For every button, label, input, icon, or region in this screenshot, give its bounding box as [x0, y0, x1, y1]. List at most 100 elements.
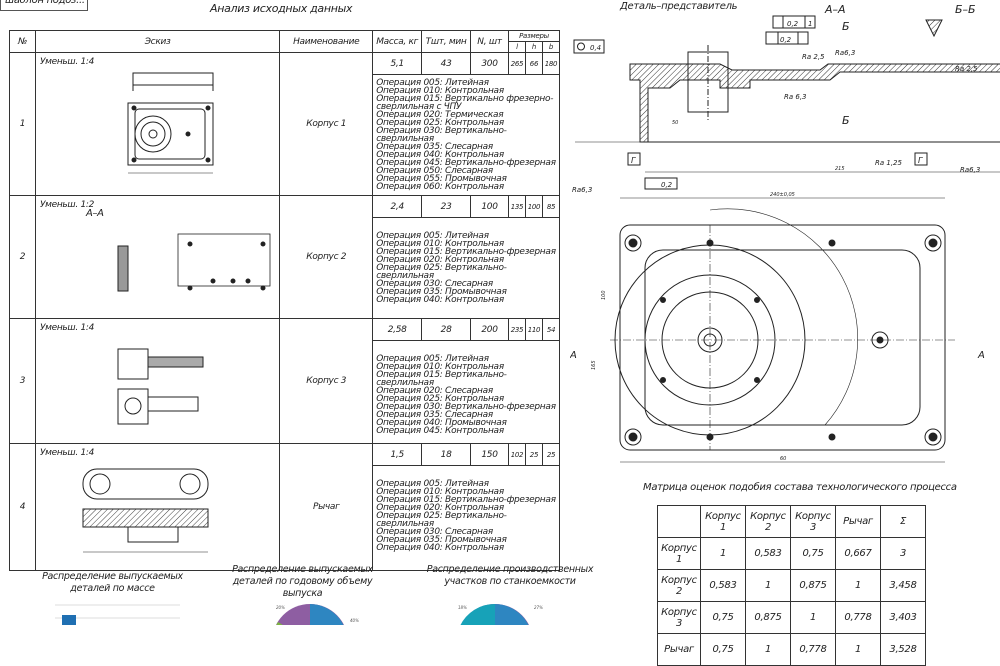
dim-h-value: 110 — [524, 318, 543, 341]
chart-title-machine: Распределение производственных участков … — [426, 564, 594, 587]
dim-h-value: 66 — [524, 52, 543, 75]
dim-h-value: 100 — [524, 195, 543, 218]
time-value: 28 — [421, 318, 472, 341]
sketch-drawing — [38, 329, 278, 442]
row-number: 2 — [9, 195, 36, 319]
operation-item: Операция 015: Вертикально фрезерно-сверл… — [376, 94, 554, 112]
operation-item: Операция 025: Вертикально-сверлильная — [376, 263, 507, 281]
roughness-ra25: Ra 2,5 — [802, 53, 825, 61]
operation-item: Операция 030: Слесарная — [376, 527, 493, 537]
matrix-cell: 3,458 — [880, 569, 926, 602]
matrix-cell: 1 — [745, 569, 791, 602]
section-b-mark-top: Б — [842, 20, 850, 33]
dim-l-value: 135 — [507, 195, 526, 218]
matrix-cell: 1 — [745, 633, 791, 666]
sketch-drawing — [38, 454, 278, 567]
time-value: 18 — [421, 443, 472, 466]
pie-slice-green — [276, 622, 283, 625]
operation-item: Операция 030: Вертикально-сверлильная — [376, 126, 507, 144]
datum-g-left: Г — [631, 156, 636, 165]
matrix-row-label: Корпус 1 — [657, 537, 701, 570]
pie-slice-teal — [460, 603, 495, 625]
sheet-tab[interactable]: шаблон подоз... — [0, 0, 88, 11]
operation-item: Операция 030: Слесарная — [376, 279, 493, 289]
row-number: 3 — [9, 318, 36, 444]
header-name: Наименование — [279, 30, 374, 53]
operation-item: Операция 045: Вертикально-фрезерная — [376, 158, 556, 168]
operation-item: Операция 010: Контрольная — [376, 86, 504, 96]
sketch-scale: Уменьш. 1:4 — [39, 448, 95, 458]
section-a-left: А — [570, 350, 577, 361]
dim-60: 60 — [780, 456, 786, 462]
mass-value: 5,1 — [372, 52, 423, 75]
header-sketch: Эскиз — [34, 30, 281, 53]
operation-item: Операция 045: Контрольная — [376, 426, 504, 436]
operation-item: Операция 020: Слесарная — [376, 386, 493, 396]
matrix-title: Матрица оценок подобия состава технологи… — [643, 482, 957, 493]
table-row: 1 Уменьш. 1:4 Корпус 1 5,1 43 300 265 66… — [9, 52, 561, 196]
operation-item: Операция 015: Вертикально-сверлильная — [376, 370, 507, 388]
mass-value: 1,5 — [372, 443, 423, 466]
roughness-ra63: Ra6,3 — [835, 49, 855, 57]
qty-value: 150 — [470, 443, 509, 466]
matrix-header-cell: Корпус 2 — [745, 505, 791, 538]
matrix-cell: 0,75 — [700, 601, 746, 634]
matrix-cell: 1 — [700, 537, 746, 570]
sketch-drawing — [38, 63, 278, 186]
matrix-header-cell: Корпус 3 — [790, 505, 836, 538]
operation-item: Операция 020: Термическая — [376, 110, 504, 120]
pie-label-20: 20% — [276, 605, 285, 610]
matrix-row-label: Рычаг — [657, 633, 701, 666]
section-aa-view: 215 50 0,4 0,2 1 0,2 Ra 2,5 Ra6,3 Ra 6,3… — [573, 15, 1000, 190]
operation-item: Операция 005: Литейная — [376, 479, 489, 489]
header-time: Тшт, мин — [421, 30, 472, 53]
time-value: 43 — [421, 52, 472, 75]
sketch-drawing — [38, 206, 278, 319]
matrix-cell: 0,875 — [745, 601, 791, 634]
dim-l-value: 102 — [507, 443, 526, 466]
roughness-ra63b: Ra 6,3 — [784, 93, 807, 101]
position-tolerance: 0,4 — [590, 44, 601, 52]
pie-slice-blue — [310, 604, 344, 625]
dim-b-value: 85 — [541, 195, 561, 218]
matrix-row-label: Корпус 2 — [657, 569, 701, 602]
operation-item: Операция 035: Промывочная — [376, 287, 507, 297]
machine-pie-chart: 18% 27% — [458, 603, 543, 625]
operation-item: Операция 025: Вертикально-сверлильная — [376, 511, 507, 529]
pie-label-27: 27% — [534, 605, 543, 610]
header-l: l — [507, 41, 526, 53]
matrix-cell: 0,75 — [700, 633, 746, 666]
volume-pie-chart: 20% 40% — [276, 604, 359, 625]
table-row: 3 Уменьш. 1:4 Корпус 3 2,58 28 200 235 1… — [9, 318, 561, 444]
roughness-general: Ra6,3 — [572, 186, 592, 194]
drawing-title: Деталь–представитель — [620, 1, 738, 12]
row-number: 4 — [9, 443, 36, 571]
operation-item: Операция 005: Литейная — [376, 78, 489, 88]
source-data-table: № Эскиз Наименование Масса, кг Тшт, мин … — [9, 30, 561, 571]
sketch-scale: Уменьш. 1:4 — [39, 323, 95, 333]
section-bb-label: Б–Б — [955, 3, 976, 16]
dim-h-value: 25 — [524, 443, 543, 466]
matrix-header-cell — [657, 505, 701, 538]
matrix-cell: 1 — [835, 569, 881, 602]
roughness-ra125: Ra 1,25 — [875, 159, 903, 167]
dim-165: 165 — [591, 360, 597, 370]
operation-item: Операция 035: Слесарная — [376, 410, 493, 420]
operation-item: Операция 005: Литейная — [376, 354, 489, 364]
dim-b-value: 54 — [541, 318, 561, 341]
row-number: 1 — [9, 52, 36, 196]
matrix-cell: 0,778 — [835, 601, 881, 634]
pie-label-18: 18% — [458, 605, 467, 610]
qty-value: 100 — [470, 195, 509, 218]
matrix-cell: 0,75 — [790, 537, 836, 570]
operation-item: Операция 040: Контрольная — [376, 295, 504, 305]
part-sketch: Уменьш. 1:4 — [34, 52, 281, 196]
matrix-row-label: Корпус 3 — [657, 601, 701, 634]
matrix-header-cell: Корпус 1 — [700, 505, 746, 538]
